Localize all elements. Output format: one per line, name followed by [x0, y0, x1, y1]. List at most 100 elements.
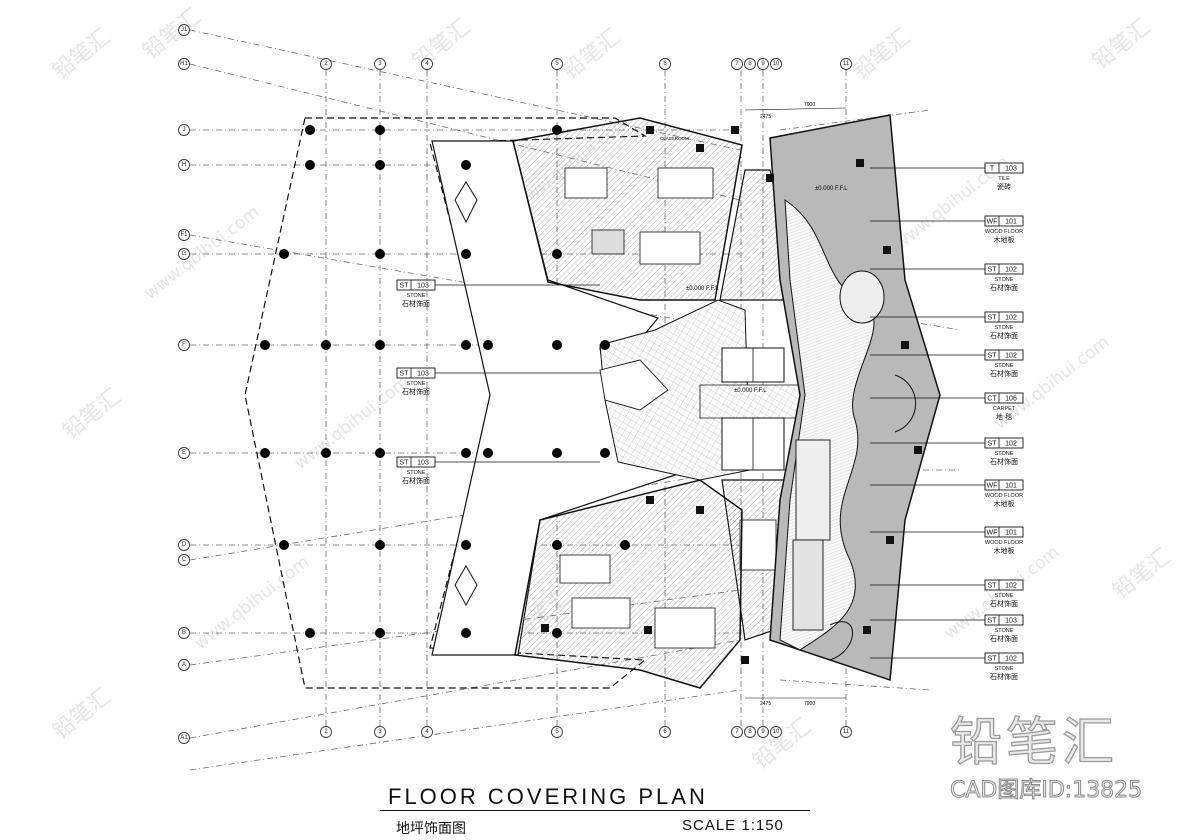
svg-text:11: 11: [843, 729, 850, 735]
upper-stair: [564, 167, 608, 199]
svg-text:STONE: STONE: [995, 628, 1014, 634]
grid-bubble-bottom-7: 7: [731, 726, 743, 738]
svg-text:ST: ST: [400, 283, 410, 290]
dim-top-1: 2475: [760, 114, 771, 120]
svg-text:102: 102: [1005, 267, 1017, 274]
svg-text:STONE: STONE: [995, 451, 1014, 457]
svg-text:E: E: [182, 450, 186, 456]
svg-text:11: 11: [843, 61, 850, 67]
svg-text:8: 8: [748, 61, 752, 67]
svg-text:石材饰面: 石材饰面: [402, 387, 430, 396]
svg-text:WOOD FLOOR: WOOD FLOOR: [985, 493, 1023, 499]
column-12: [321, 340, 331, 350]
carpet-arc: [894, 374, 917, 433]
grid-bubble-top-3: 3: [374, 58, 386, 70]
svg-text:7: 7: [735, 61, 739, 67]
svg-text:3: 3: [378, 729, 382, 735]
grid-bubble-top-7: 7: [731, 58, 743, 70]
svg-text:WOOD FLOOR: WOOD FLOOR: [985, 229, 1023, 235]
chevron-detail-lower: [454, 565, 478, 607]
square-column-10: [741, 656, 749, 664]
svg-text:STONE: STONE: [995, 593, 1014, 599]
ffl-label-right: ±0.000 F.F.L: [815, 186, 848, 192]
column-5: [375, 160, 385, 170]
watermark-1: 铅笔汇: [48, 24, 115, 84]
svg-text:106: 106: [1005, 396, 1017, 403]
grid-bubble-left-F: F: [178, 339, 190, 351]
drawing-title: FLOOR COVERING PLAN: [388, 784, 708, 809]
grid-bubble-left-H: H: [178, 159, 190, 171]
svg-text:5: 5: [555, 729, 559, 735]
grid-bubble-left-J: J: [178, 124, 190, 136]
svg-text:STONE: STONE: [995, 325, 1014, 331]
svg-text:木地板: 木地板: [994, 546, 1015, 555]
svg-text:6: 6: [663, 61, 667, 67]
svg-text:STONE: STONE: [995, 666, 1014, 672]
svg-text:ST: ST: [988, 583, 998, 590]
svg-text:J1: J1: [181, 27, 188, 33]
watermark-10: 铅笔汇: [58, 384, 125, 444]
structural-columns: [260, 125, 922, 664]
svg-text:103: 103: [1005, 618, 1017, 625]
column-30: [305, 628, 315, 638]
svg-text:A1: A1: [180, 735, 188, 741]
column-18: [260, 448, 270, 458]
svg-text:T: T: [990, 166, 995, 173]
column-33: [552, 628, 562, 638]
svg-text:101: 101: [1005, 530, 1017, 537]
grid-bubble-left-C: C: [178, 554, 190, 566]
svg-text:瓷砖: 瓷砖: [997, 182, 1011, 191]
lounge-counter: [795, 439, 831, 541]
svg-text:103: 103: [417, 371, 429, 378]
grid-bubble-left-B: B: [178, 627, 190, 639]
grid-bubble-left-F1: F1: [178, 229, 190, 241]
watermark-4: 铅笔汇: [558, 24, 625, 84]
square-column-13: [646, 496, 654, 504]
column-17: [600, 340, 610, 350]
svg-text:WOOD FLOOR: WOOD FLOOR: [985, 540, 1023, 546]
square-column-12: [696, 506, 704, 514]
svg-text:石材饰面: 石材饰面: [990, 457, 1018, 466]
svg-text:101: 101: [1005, 483, 1017, 490]
grid-bubble-left-E: E: [178, 447, 190, 459]
column-27: [461, 540, 471, 550]
core-stair-lower: [739, 519, 777, 571]
grid-bubble-top-6: 6: [659, 58, 671, 70]
svg-text:10: 10: [773, 61, 780, 67]
column-10: [552, 249, 562, 259]
square-column-8: [886, 536, 894, 544]
column-19: [321, 448, 331, 458]
svg-text:4: 4: [425, 729, 429, 735]
reception-desk-oval: [839, 270, 885, 324]
square-column-4: [856, 159, 864, 167]
grid-bubble-left-A1: A1: [178, 732, 190, 744]
svg-text:STONE: STONE: [407, 293, 426, 299]
svg-text:石材饰面: 石材饰面: [990, 634, 1018, 643]
column-13: [375, 340, 385, 350]
svg-text:103: 103: [417, 460, 429, 467]
grid-bubble-left-A: A: [178, 659, 190, 671]
svg-text:ST: ST: [988, 618, 998, 625]
svg-text:STONE: STONE: [407, 381, 426, 387]
svg-text:101: 101: [1005, 219, 1017, 226]
svg-text:3: 3: [378, 61, 382, 67]
dim-top-2: 7900: [804, 102, 815, 108]
svg-text:4: 4: [425, 61, 429, 67]
svg-text:石材饰面: 石材饰面: [402, 299, 430, 308]
square-column-5: [883, 246, 891, 254]
ffl-label-upper: ±0.000 F.F.L: [686, 286, 719, 292]
grid-bubble-bottom-4: 4: [421, 726, 433, 738]
watermark-7: www.qbihui.com: [141, 202, 264, 304]
classroom-label: CLASSROOM: [660, 136, 689, 141]
lower-room: [654, 607, 716, 649]
column-28: [552, 540, 562, 550]
